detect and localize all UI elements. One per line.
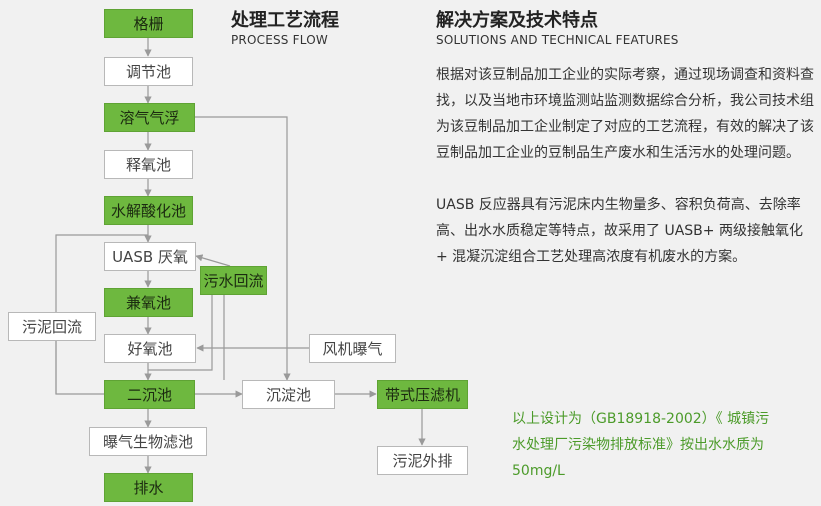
- standard-note: 以上设计为（GB18918-2002）《 城镇污水处理厂污染物排放标准》按出水水…: [512, 411, 770, 479]
- process-flow-title: 处理工艺流程: [231, 10, 339, 31]
- solutions-title: 解决方案及技术特点: [436, 10, 598, 31]
- solutions-paragraph-1: 根据对该豆制品加工企业的实际考察，通过现场调查和资料查找，以及当地市环境监测站监…: [436, 67, 814, 161]
- biofilter-box: 曝气生物滤池: [89, 427, 207, 456]
- belt-press-box: 带式压滤机: [377, 380, 468, 409]
- equalization-box: 调节池: [104, 57, 193, 86]
- sludge-out-box: 污泥外排: [377, 446, 468, 475]
- discharge-box: 排水: [104, 473, 193, 502]
- anoxic-box: 兼氧池: [104, 288, 193, 317]
- solutions-paragraph-2: UASB 反应器具有污泥床内生物量多、容积负荷高、去除率高、出水水质稳定等特点，…: [436, 197, 803, 265]
- secondary-clarifier-box: 二沉池: [104, 380, 195, 409]
- sludge-return-box: 污泥回流: [8, 312, 96, 341]
- uasb-box: UASB 厌氧: [104, 242, 196, 271]
- arrow-sewage-return-to-uasb: [195, 254, 231, 267]
- line-sewage-return-left: [148, 294, 213, 371]
- flotation-box: 溶气气浮: [104, 103, 195, 132]
- solutions-subtitle: SOLUTIONS AND TECHNICAL FEATURES: [436, 33, 679, 47]
- sedimentation-box: 沉淀池: [242, 380, 335, 409]
- line-flotation-to-sedimentation: [195, 116, 291, 381]
- sewage-return-box: 污水回流: [200, 266, 267, 295]
- process-flow-subtitle: PROCESS FLOW: [231, 33, 328, 47]
- aerobic-box: 好氧池: [104, 334, 196, 363]
- hydrolysis-box: 水解酸化池: [104, 196, 193, 225]
- grille-box: 格栅: [104, 9, 193, 38]
- blower-box: 风机曝气: [309, 334, 396, 363]
- ozone-box: 释氧池: [104, 150, 193, 179]
